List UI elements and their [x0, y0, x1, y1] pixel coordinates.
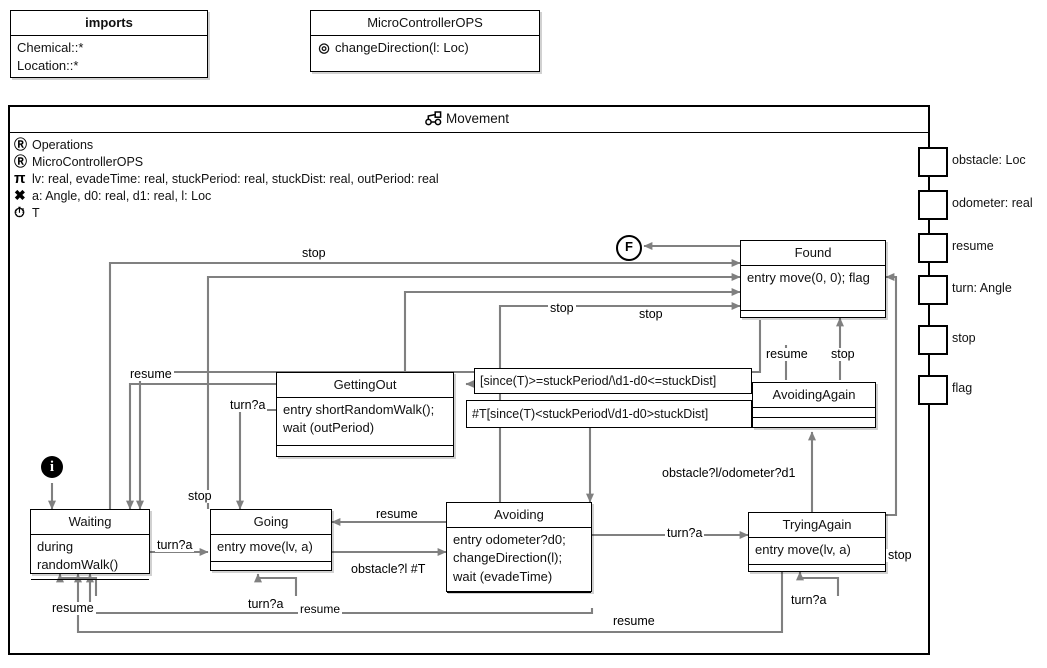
- interface-title: MicroControllerOPS: [367, 15, 483, 30]
- feature-clock: T: [32, 206, 40, 220]
- state-going-body: entry move(lv, a): [217, 538, 313, 554]
- feature-parameters: lv: real, evadeTime: real, stuckPeriod: …: [32, 172, 439, 186]
- state-avoiding-name: Avoiding: [494, 507, 544, 522]
- label-resume-gettingout: resume: [128, 367, 174, 381]
- state-gettingout[interactable]: GettingOut entry shortRandomWalk(); wait…: [276, 372, 454, 457]
- state-found[interactable]: Found entry move(0, 0); flag: [740, 240, 886, 318]
- imports-title: imports: [85, 15, 133, 30]
- state-found-name: Found: [794, 245, 832, 260]
- obstacle-port[interactable]: [918, 147, 948, 177]
- label-turn-waiting-going: turn?a: [155, 538, 195, 552]
- initial-pseudostate: i: [41, 456, 63, 478]
- interface-operation-row: ◎ changeDirection(l: Loc): [311, 36, 539, 61]
- imports-body: Chemical::* Location::*: [11, 36, 207, 80]
- label-turn-tryingagain: turn?a: [665, 526, 705, 540]
- turn-port[interactable]: [918, 275, 948, 305]
- feature-variables: a: Angle, d0: real, d1: real, l: Loc: [32, 189, 212, 203]
- initial-label: i: [49, 459, 55, 475]
- circle-operation-icon: ◎: [318, 39, 330, 55]
- movement-frame-header-divider: [10, 132, 928, 133]
- clock-icon: ⏱: [14, 204, 25, 220]
- state-going-name: Going: [253, 514, 289, 529]
- state-avoidingagain[interactable]: AvoidingAgain: [752, 382, 876, 428]
- feature-microcontrollerops: MicroControllerOPS: [32, 155, 144, 169]
- label-resume-waiting-self: resume: [50, 601, 96, 615]
- movement-title: Movement: [446, 111, 510, 126]
- flag-port[interactable]: [918, 375, 948, 405]
- turn-port-label: turn: Angle: [952, 281, 1012, 295]
- state-machine-icon: [425, 111, 442, 126]
- interface-operation-label: changeDirection(l: Loc): [335, 39, 469, 55]
- label-turn-gettingout: turn?a: [228, 398, 268, 412]
- state-found-empty-compartment: [741, 311, 885, 323]
- state-avoiding[interactable]: Avoiding entry odometer?d0; changeDirect…: [446, 502, 592, 594]
- state-avoidingagain-empty-1: [753, 408, 875, 417]
- requires-icon: Ⓡ: [14, 137, 28, 152]
- import-line: Chemical::*: [17, 39, 84, 55]
- parameter-icon: π: [14, 170, 26, 187]
- label-resume-avoidingagain: resume: [764, 347, 810, 361]
- state-tryingagain-body: entry move(lv, a): [755, 541, 851, 557]
- label-stop-going: stop: [186, 489, 214, 503]
- state-tryingagain-empty-compartment: [749, 565, 885, 572]
- label-stop-tryingagain: stop: [886, 548, 914, 562]
- label-turn-tryingagain-self: turn?a: [789, 593, 829, 607]
- guard-stuck: [since(T)>=stuckPeriod/\d1-d0<=stuckDist…: [474, 368, 752, 394]
- state-gettingout-line: wait (outPeriod): [283, 420, 375, 436]
- state-waiting-body: during randomWalk(): [31, 535, 149, 579]
- state-gettingout-line: entry shortRandomWalk();: [283, 401, 435, 417]
- state-avoiding-line: changeDirection(l);: [453, 550, 563, 566]
- label-stop-3: stop: [637, 307, 665, 321]
- movement-title-group: Movement: [425, 111, 509, 126]
- feature-operations: Operations: [32, 138, 94, 152]
- state-avoiding-line: wait (evadeTime): [453, 569, 553, 585]
- label-stop-top: stop: [300, 246, 328, 260]
- obstacle-port-label: obstacle: Loc: [952, 153, 1026, 167]
- resume-port[interactable]: [918, 233, 948, 263]
- state-tryingagain-name: TryingAgain: [782, 517, 852, 532]
- imports-box: imports Chemical::* Location::*: [10, 10, 208, 78]
- label-turn-going-self: turn?a: [246, 597, 286, 611]
- odometer-port[interactable]: [918, 190, 948, 220]
- label-stop-2: stop: [548, 301, 576, 315]
- final-pseudostate: F: [616, 235, 642, 261]
- stop-port-label: stop: [952, 331, 976, 345]
- interface-box: MicroControllerOPS ◎ changeDirection(l: …: [310, 10, 540, 72]
- flag-port-label: flag: [952, 381, 973, 395]
- odometer-port-label: odometer: real: [952, 196, 1033, 210]
- state-gettingout-empty-compartment: [277, 446, 453, 458]
- state-waiting-empty-compartment: [31, 580, 149, 588]
- state-waiting[interactable]: Waiting during randomWalk(): [30, 509, 150, 581]
- state-waiting-name: Waiting: [68, 514, 112, 529]
- label-resume-going-bottom: resume: [298, 602, 343, 616]
- stop-port[interactable]: [918, 325, 948, 355]
- state-avoidingagain-empty-2: [753, 418, 875, 427]
- state-avoiding-line: entry odometer?d0;: [453, 531, 566, 547]
- state-gettingout-body: entry shortRandomWalk(); wait (outPeriod…: [277, 398, 453, 442]
- state-avoiding-empty-compartment: [447, 593, 591, 601]
- requires-icon: Ⓡ: [14, 154, 28, 169]
- label-obstacle-going-avoiding: obstacle?l #T: [349, 562, 428, 576]
- state-going[interactable]: Going entry move(lv, a): [210, 509, 332, 571]
- import-line: Location::*: [17, 58, 79, 74]
- guard-notstuck: #T[since(T)<stuckPeriod\/d1-d0>stuckDist…: [466, 400, 752, 428]
- variable-icon: ✖: [14, 187, 26, 203]
- resume-port-label: resume: [952, 239, 994, 253]
- label-stop-avoidingagain: stop: [829, 347, 857, 361]
- state-gettingout-name: GettingOut: [333, 377, 397, 392]
- state-found-body: entry move(0, 0); flag: [747, 269, 870, 285]
- state-waiting-line: randomWalk(): [37, 557, 119, 573]
- label-resume-avoiding-going: resume: [374, 507, 420, 521]
- state-avoidingagain-name: AvoidingAgain: [772, 387, 856, 402]
- label-obstacle-odometer: obstacle?l/odometer?d1: [660, 466, 798, 480]
- state-tryingagain[interactable]: TryingAgain entry move(lv, a): [748, 512, 886, 572]
- state-avoiding-body: entry odometer?d0; changeDirection(l); w…: [447, 528, 591, 591]
- label-resume-avoiding-bottom: resume: [611, 614, 657, 628]
- state-waiting-line: during: [37, 538, 74, 554]
- state-going-empty-compartment: [211, 562, 331, 570]
